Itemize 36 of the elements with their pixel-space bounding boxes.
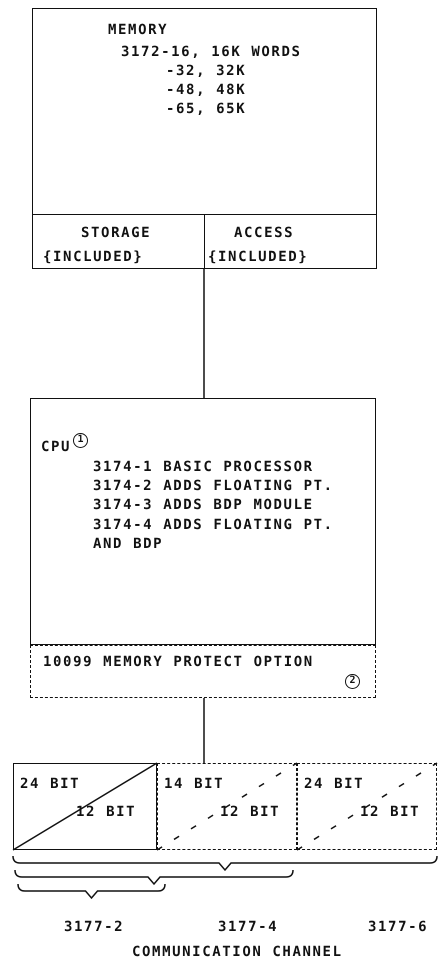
label-text: 12 BIT <box>76 804 136 820</box>
connector-line <box>203 269 205 398</box>
label-text: -48, 48K <box>166 82 246 98</box>
part-number: 3177-6 <box>368 919 428 935</box>
heading: 10099 MEMORY PROTECT OPTION <box>43 654 314 670</box>
label-text: 3174-3 ADDS BDP MODULE <box>93 497 314 513</box>
heading: STORAGE <box>81 225 152 241</box>
label-text: 24 BIT <box>20 776 80 792</box>
label-text: 14 BIT <box>164 776 224 792</box>
channel-box <box>157 763 297 850</box>
label-text: 12 BIT <box>360 804 420 820</box>
label-text: -65, 65K <box>166 101 246 117</box>
label-text: 3174-4 ADDS FLOATING PT. AND BDP <box>93 516 335 554</box>
label-text: 3172-16, 16K WORDS <box>121 44 302 60</box>
option-box <box>30 645 376 698</box>
label-text: -32, 32K <box>166 63 246 79</box>
channel-box <box>13 763 157 850</box>
callout-number: 1 <box>73 433 88 448</box>
part-number: 3177-4 <box>218 919 278 935</box>
label-text: 24 BIT <box>304 776 364 792</box>
heading: ACCESS <box>234 225 294 241</box>
channel-box <box>297 763 437 850</box>
label-text: 3174-2 ADDS FLOATING PT. <box>93 478 334 494</box>
label-text: 12 BIT <box>220 804 280 820</box>
heading: MEMORY <box>108 22 168 38</box>
cpu-box <box>30 398 376 645</box>
label-text: {INCLUDED} <box>43 249 144 265</box>
callout-number: 2 <box>345 674 360 689</box>
connector-line <box>203 698 205 763</box>
memory-box <box>32 8 377 269</box>
part-number: 3177-2 <box>64 919 124 935</box>
label-text: 3174-1 BASIC PROCESSOR <box>93 459 314 475</box>
heading: CPU <box>41 439 72 455</box>
caption-text: COMMUNICATION CHANNEL <box>132 944 343 960</box>
storage-cell <box>33 214 205 268</box>
label-text: {INCLUDED} <box>208 249 308 265</box>
